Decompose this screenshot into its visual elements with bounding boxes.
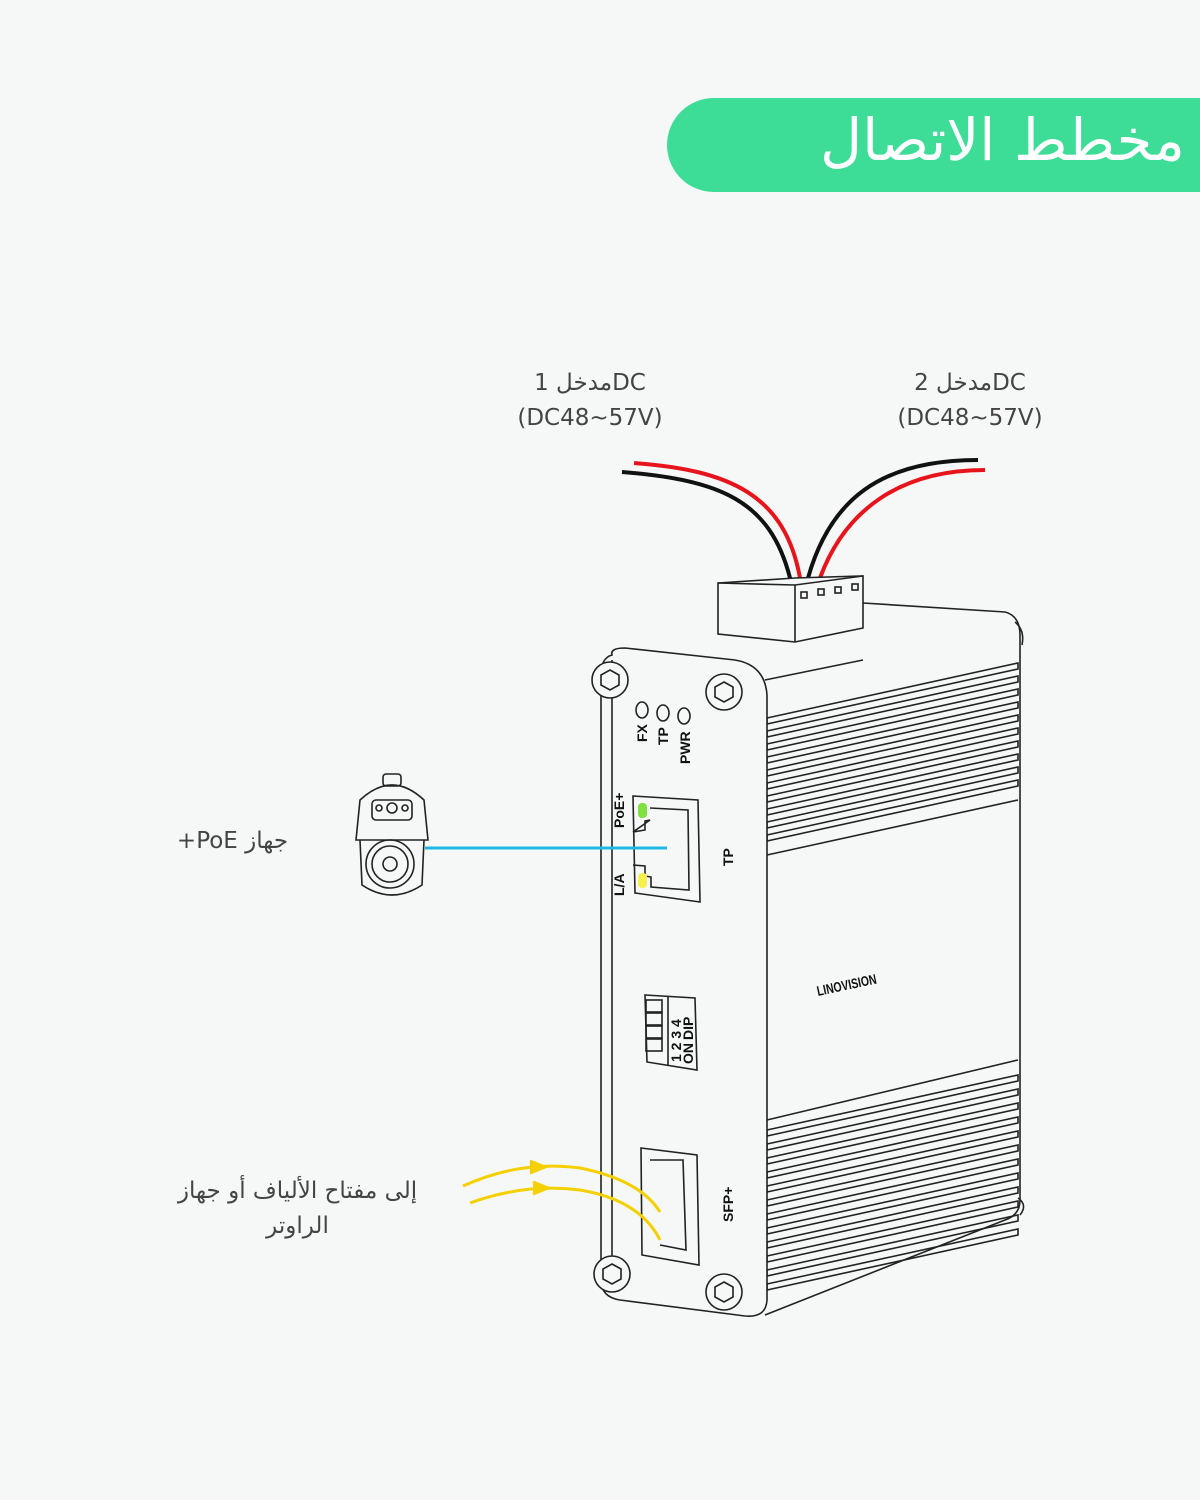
uplink-line1: إلى مفتاح الألياف أو جهاز	[177, 1178, 418, 1204]
cooling-fin	[766, 727, 1019, 790]
cooling-fin	[766, 1228, 1019, 1291]
cooling-fin	[766, 1214, 1019, 1277]
dip-label: DIP	[680, 1017, 696, 1040]
dc1-input-label: مدخل 1DC (DC48~57V)	[505, 366, 675, 436]
front-panel	[591, 647, 768, 1317]
cooling-fin	[766, 1172, 1019, 1235]
led-tp-label: TP	[655, 727, 671, 745]
cooling-fin	[766, 1144, 1019, 1207]
uplink-label: إلى مفتاح الألياف أو جهاز الراوتر	[150, 1174, 445, 1244]
cooling-fin	[766, 1088, 1019, 1151]
led-fx-label: FX	[634, 723, 650, 742]
fiber-cables	[462, 1159, 662, 1241]
cooling-fin	[766, 714, 1019, 777]
led-pwr-label: PWR	[677, 731, 693, 764]
dip-on-label: ON	[680, 1043, 696, 1064]
brand-logo: LINOVISION	[815, 971, 878, 999]
device-body	[764, 602, 1025, 1316]
sfp-port-label: SFP+	[720, 1187, 736, 1222]
cooling-fin	[766, 779, 1019, 842]
dc2-input-label: مدخل 2DC (DC48~57V)	[885, 366, 1055, 436]
tp-port-label: TP	[720, 848, 736, 866]
link-led	[638, 873, 647, 888]
rj45-port[interactable]	[632, 795, 701, 903]
cooling-fin	[766, 1116, 1019, 1179]
terminal-block	[717, 575, 864, 643]
cooling-fin	[766, 1186, 1019, 1249]
cooling-fin	[766, 675, 1019, 738]
la-label: L/A	[611, 873, 627, 896]
cooling-fin	[766, 753, 1019, 816]
sfp-port[interactable]	[640, 1147, 700, 1266]
dip-numbers: 1 2 3 4	[668, 1019, 684, 1062]
uplink-line2: الراوتر	[266, 1213, 329, 1239]
cooling-fin	[766, 1200, 1019, 1263]
cooling-fin	[766, 701, 1019, 764]
dc-wires	[621, 458, 986, 579]
cooling-fin	[766, 766, 1019, 829]
dc1-label: مدخل 1DC	[534, 370, 646, 396]
poe-port-label: PoE+	[611, 793, 627, 828]
cooling-fin	[766, 1102, 1019, 1165]
title-banner: مخطط الاتصال	[667, 98, 1200, 192]
poe-led	[638, 803, 647, 818]
dc2-voltage: (DC48~57V)	[897, 405, 1043, 431]
dc2-label: مدخل 2DC	[914, 370, 1026, 396]
ptz-camera-icon	[355, 773, 429, 896]
dc1-voltage: (DC48~57V)	[517, 405, 663, 431]
poe-device-label: جهاز PoE+	[176, 828, 289, 854]
cooling-fin	[766, 688, 1019, 751]
cooling-fin	[766, 740, 1019, 803]
page-title: مخطط الاتصال	[819, 106, 1185, 174]
cooling-fin	[766, 1130, 1019, 1193]
cooling-fin	[766, 1074, 1019, 1137]
cooling-fin	[766, 1158, 1019, 1221]
